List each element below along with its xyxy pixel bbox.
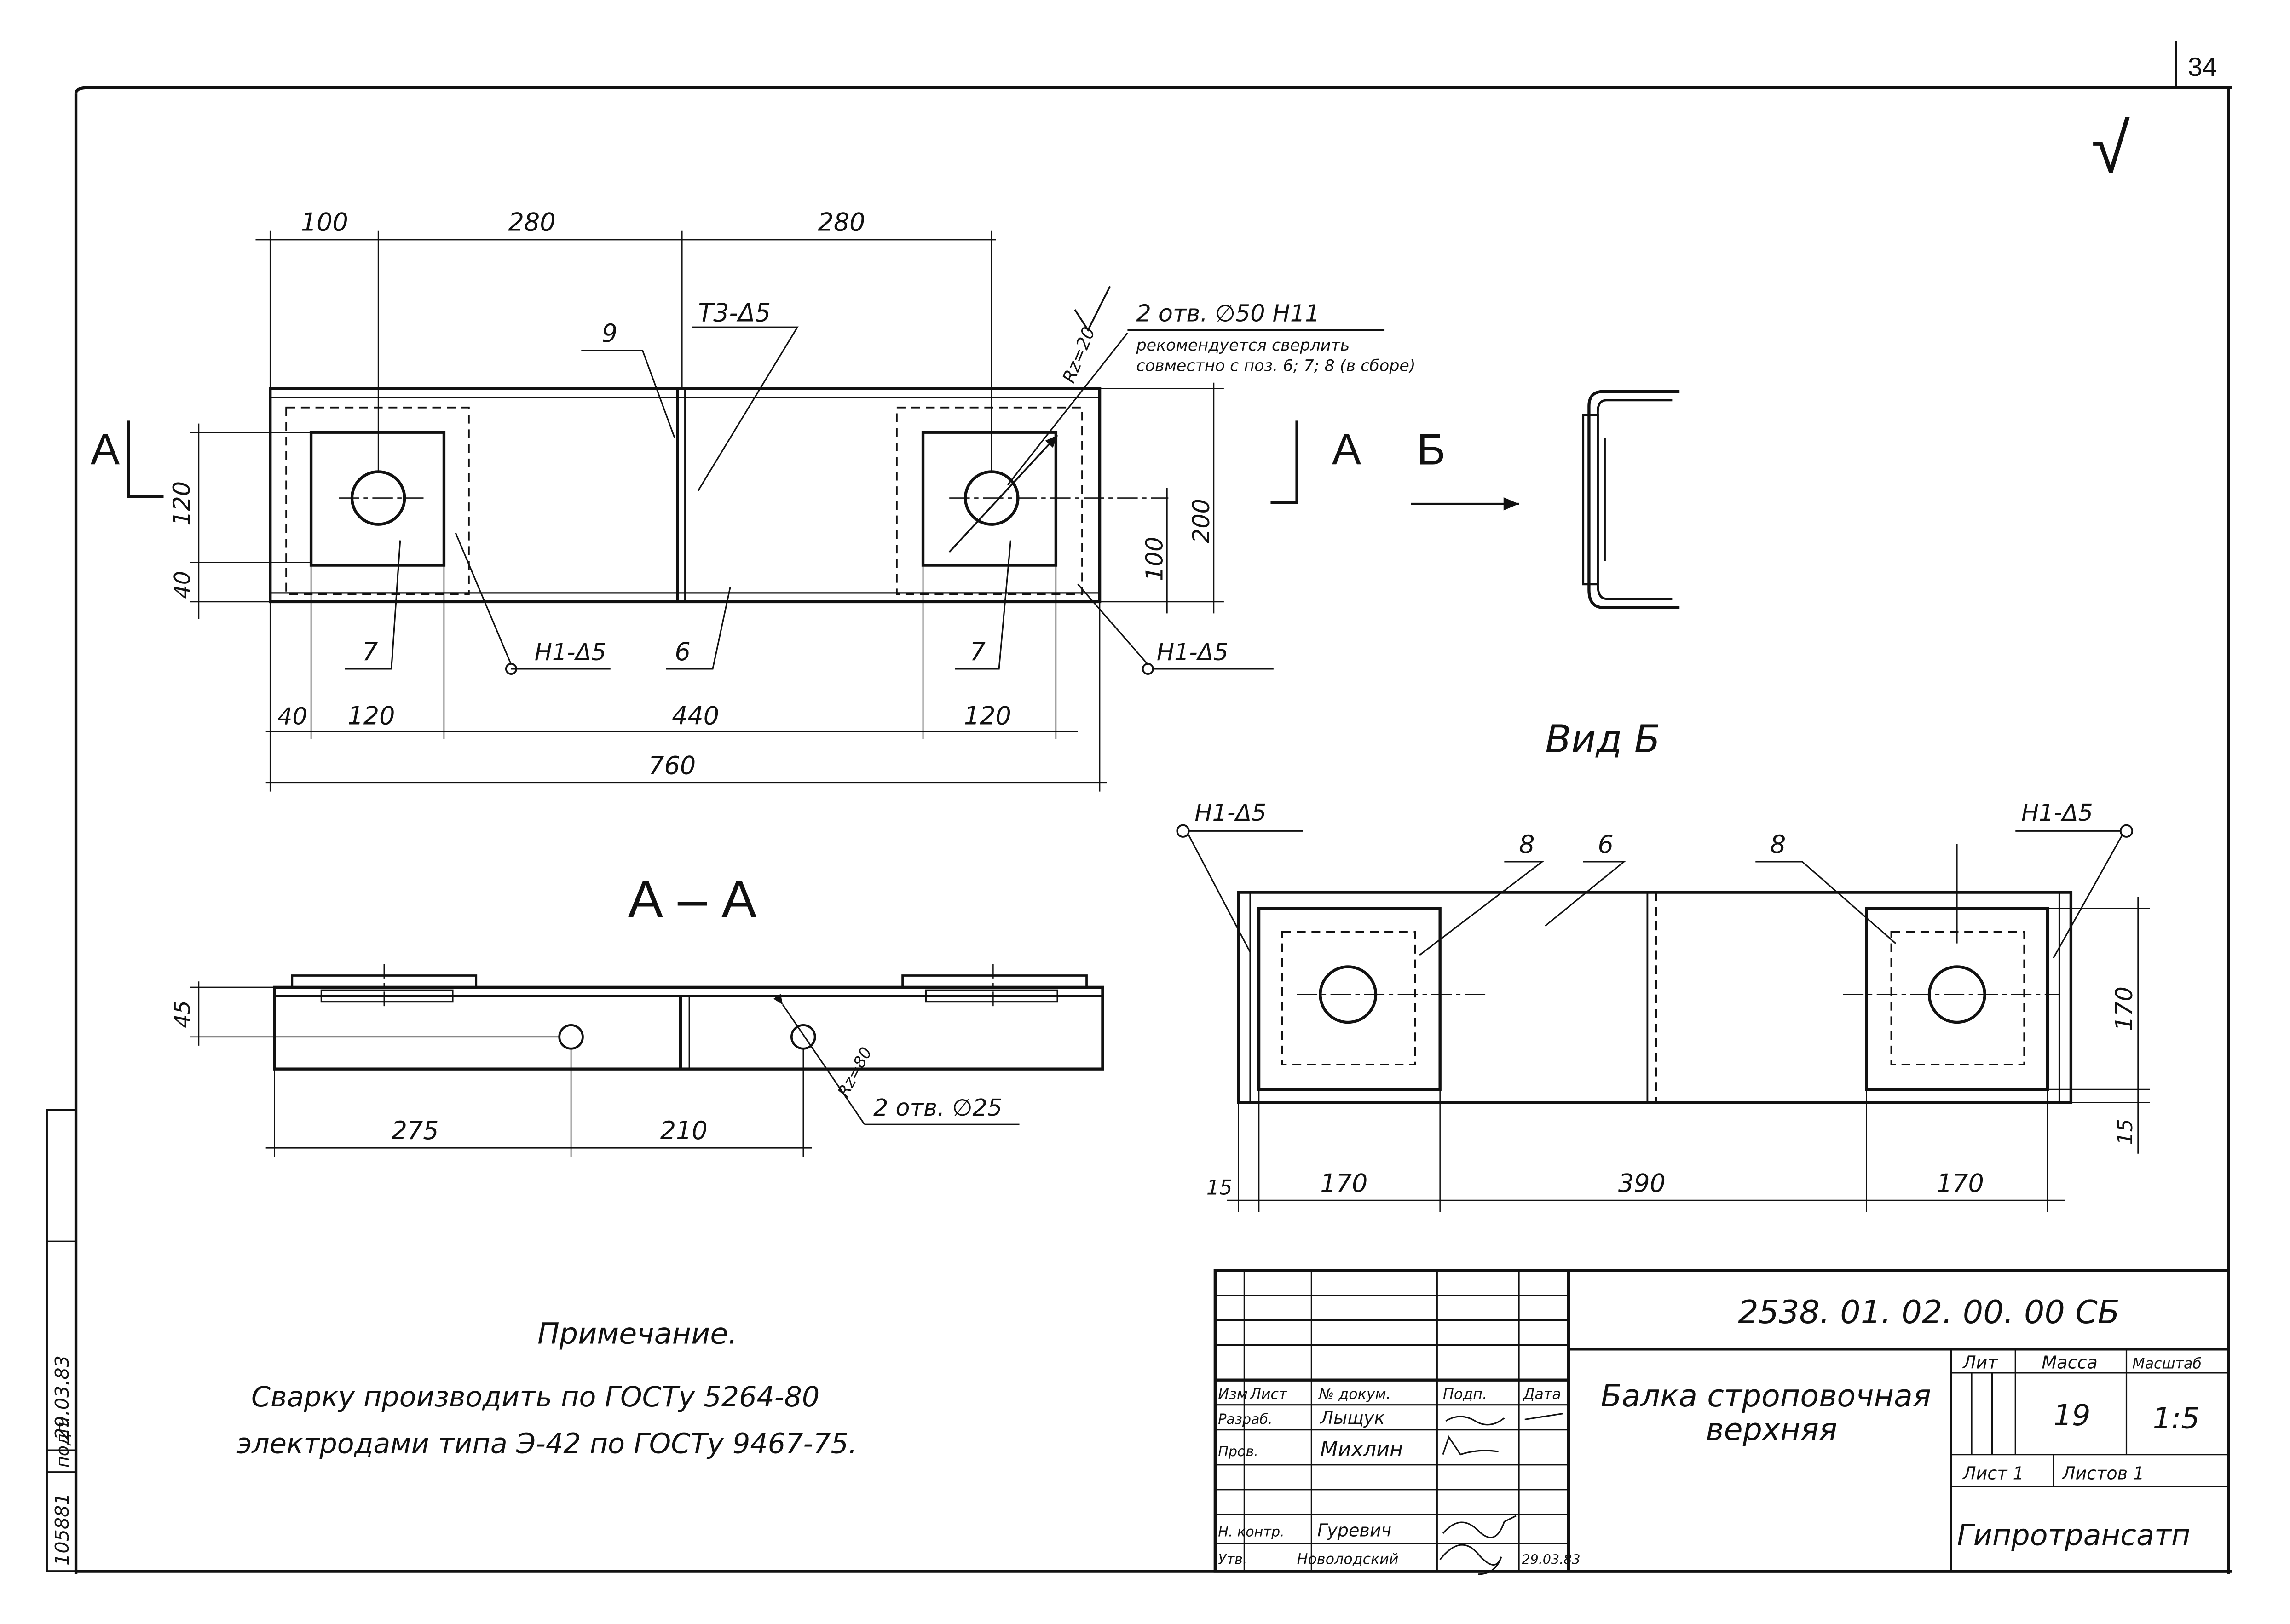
plan-dim-bot-120b: 120 bbox=[964, 702, 1011, 731]
doc-name-2: верхняя bbox=[1706, 1411, 1837, 1447]
view-b-title: Вид Б bbox=[1545, 717, 1660, 761]
frame: 34 √ bbox=[74, 41, 2232, 1574]
weld-h1-right: Н1-Δ5 bbox=[1157, 639, 1229, 666]
note-title: Примечание. bbox=[537, 1316, 738, 1350]
pos-6-plan: 6 bbox=[675, 637, 690, 666]
tb-role-developed: Разраб. bbox=[1218, 1411, 1272, 1428]
section-aa: А – А 45 275 210 Rz=80 2 отв. ∅25 bbox=[170, 870, 1104, 1157]
plan-dim-bot-120a: 120 bbox=[347, 702, 395, 731]
side-date: 29.03.83 bbox=[51, 1355, 73, 1440]
org-name: Гипротрансатп bbox=[1957, 1518, 2190, 1552]
plan-dim-left-120: 120 bbox=[168, 481, 196, 526]
tb-role-approved: Утв. bbox=[1218, 1552, 1247, 1568]
doc-code: 2538. 01. 02. 00. 00 СБ bbox=[1738, 1294, 2120, 1331]
signatures bbox=[1439, 1413, 1563, 1575]
view-b-dim-390: 390 bbox=[1618, 1169, 1666, 1198]
section-dim-45: 45 bbox=[170, 1000, 196, 1028]
view-b-dim-170a: 170 bbox=[1320, 1169, 1367, 1198]
section-dim-275: 275 bbox=[392, 1116, 439, 1145]
tb-name-norm: Гуревич bbox=[1317, 1520, 1391, 1540]
plan-dim-top-100: 100 bbox=[301, 208, 348, 237]
side-profile bbox=[1582, 390, 1680, 609]
title-block: Изм Лист № докум. Подп. Дата Разраб. Лыщ… bbox=[1213, 1269, 2230, 1575]
tb-h-doc: № докум. bbox=[1318, 1386, 1390, 1403]
section-mark-left: A bbox=[91, 426, 120, 474]
sheet-number: 34 bbox=[2188, 52, 2217, 82]
hole-note-2: рекомендуется сверлить bbox=[1136, 336, 1350, 355]
tb-h-date: Дата bbox=[1523, 1386, 1561, 1403]
tb-name-approved: Новолодский bbox=[1297, 1551, 1399, 1568]
view-b-weld-right: Н1-Δ5 bbox=[2021, 799, 2093, 826]
mass-label: Масса bbox=[2042, 1352, 2097, 1372]
mass-value: 19 bbox=[2054, 1398, 2091, 1432]
section-mark-right: A bbox=[1332, 426, 1361, 474]
section-roughness: Rz=80 bbox=[835, 1044, 876, 1100]
pos-7-left: 7 bbox=[362, 637, 378, 666]
pos-9: 9 bbox=[602, 319, 617, 348]
tb-h-sign: Подп. bbox=[1443, 1386, 1487, 1403]
sheets-label: Листов 1 bbox=[2061, 1463, 2145, 1484]
note-line1: Сварку производить по ГОСТу 5264-80 bbox=[251, 1381, 819, 1413]
weld-h1-left: Н1-Δ5 bbox=[535, 639, 606, 666]
tb-name-developed: Лыщук bbox=[1319, 1408, 1384, 1428]
note-line2: электродами типа Э-42 по ГОСТу 9467-75. bbox=[236, 1428, 857, 1460]
view-b-pos-8-right: 8 bbox=[1770, 830, 1786, 859]
tb-name-checked: Михлин bbox=[1320, 1438, 1403, 1461]
section-aa-title: А – А bbox=[628, 870, 756, 929]
plan-dim-top-280b: 280 bbox=[818, 208, 865, 237]
scale-value: 1:5 bbox=[2153, 1401, 2200, 1435]
lit-label: Лит bbox=[1962, 1352, 1998, 1372]
tb-approve-date: 29.03.83 bbox=[1522, 1552, 1580, 1567]
view-b-pos-6: 6 bbox=[1598, 830, 1613, 859]
hole-note-1: 2 отв. ∅50 Н11 bbox=[1136, 299, 1320, 327]
side-stamp: 105881 подп. 29.03.83 bbox=[46, 1109, 77, 1572]
hole-note-3: совместно с поз. 6; 7; 8 (в сборе) bbox=[1136, 357, 1415, 375]
scale-label: Масштаб bbox=[2132, 1355, 2202, 1372]
view-b-dim-15-right: 15 bbox=[2114, 1119, 2137, 1145]
title-grid bbox=[1215, 1270, 1569, 1572]
pos-7-right: 7 bbox=[970, 637, 986, 666]
section-hole-note: 2 отв. ∅25 bbox=[873, 1094, 1002, 1121]
tb-h-izm: Изм bbox=[1218, 1386, 1248, 1403]
view-b-dim-170-right: 170 bbox=[2111, 986, 2138, 1031]
tb-h-list: Лист bbox=[1250, 1386, 1288, 1403]
tb-role-norm: Н. контр. bbox=[1218, 1524, 1284, 1540]
view-b-pos-8-left: 8 bbox=[1519, 830, 1534, 859]
side-inv-no: 105881 bbox=[51, 1493, 73, 1565]
doc-name-1: Балка строповочная bbox=[1601, 1378, 1931, 1414]
side-signature: подп. bbox=[52, 1417, 73, 1468]
view-b-weld-left: Н1-Δ5 bbox=[1194, 799, 1266, 826]
view-b-mark: Б bbox=[1417, 426, 1445, 474]
plan-dim-top-280a: 280 bbox=[508, 208, 556, 237]
plan-dim-bot-440: 440 bbox=[672, 702, 719, 731]
view-b-dim-15-left: 15 bbox=[1206, 1176, 1233, 1200]
check-mark: √ bbox=[2091, 109, 2130, 188]
plan-view: 100 280 280 40 120 440 120 760 120 40 20… bbox=[91, 208, 1519, 792]
plan-dim-left-40: 40 bbox=[170, 571, 196, 599]
plan-dim-overall: 760 bbox=[648, 751, 696, 780]
plan-dim-right-200: 200 bbox=[1188, 499, 1215, 543]
view-b: Вид Б Н1-Δ5 Н1-Δ5 8 6 8 170 bbox=[1176, 717, 2150, 1212]
note: Примечание. Сварку производить по ГОСТу … bbox=[236, 1316, 857, 1460]
view-b-dim-170b: 170 bbox=[1937, 1169, 1984, 1198]
plan-dim-right-100: 100 bbox=[1141, 537, 1168, 582]
sheet-label: Лист 1 bbox=[1962, 1463, 2024, 1484]
tb-role-checked: Пров. bbox=[1218, 1444, 1258, 1460]
weld-t3: Т3-Δ5 bbox=[698, 298, 771, 327]
section-dim-210: 210 bbox=[660, 1116, 708, 1145]
plan-dim-bot-40: 40 bbox=[277, 703, 307, 730]
